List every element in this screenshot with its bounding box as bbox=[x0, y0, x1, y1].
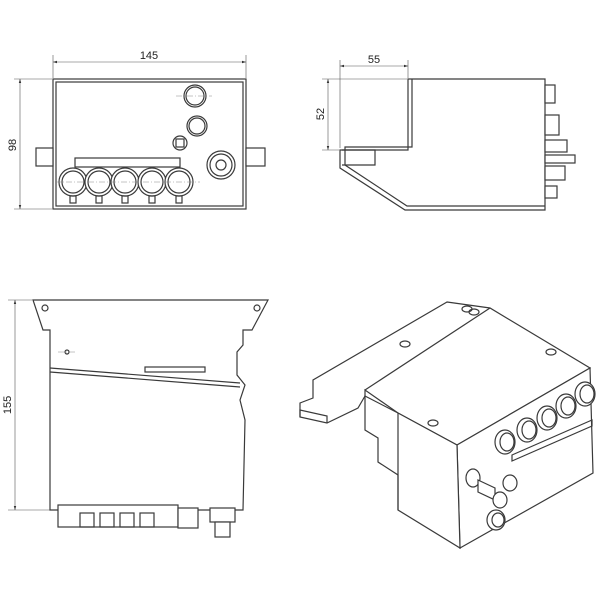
left-tab bbox=[35, 147, 54, 167]
right-tab bbox=[245, 147, 266, 167]
depth-dimension-label: 55 bbox=[368, 54, 380, 66]
rear-view: 155 bbox=[2, 299, 269, 538]
height-dimension-label: 98 bbox=[7, 139, 19, 151]
front-view: 145 98 bbox=[7, 50, 266, 210]
iso-cable-glands bbox=[494, 381, 596, 462]
rear-housing bbox=[32, 299, 269, 511]
side-view: 55 52 bbox=[315, 54, 576, 211]
side-height-dimension-label: 52 bbox=[315, 108, 327, 120]
width-dimension-label: 145 bbox=[140, 50, 158, 62]
isometric-view bbox=[299, 301, 596, 550]
rear-height-dimension-label: 155 bbox=[2, 396, 14, 414]
side-housing bbox=[339, 78, 546, 211]
